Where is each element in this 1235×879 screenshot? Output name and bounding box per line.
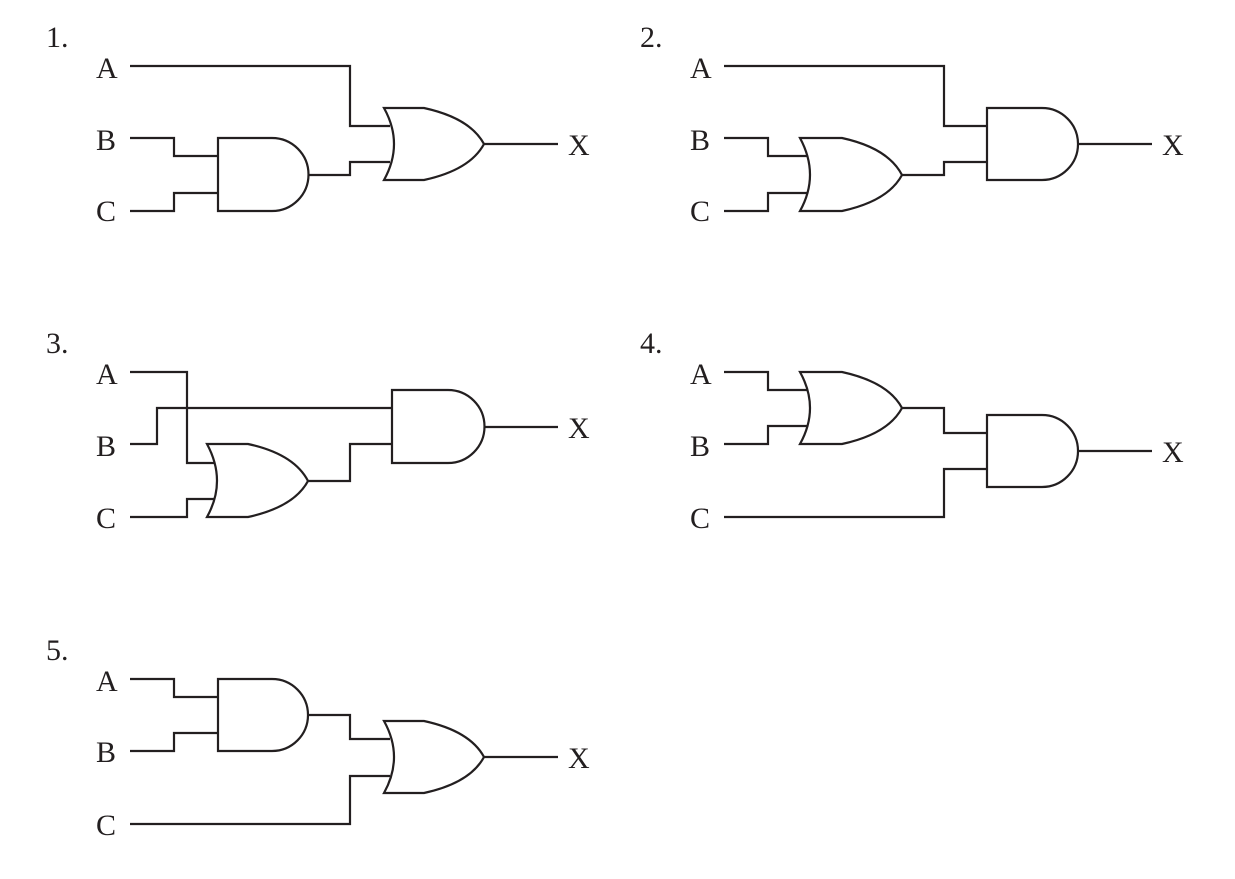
circuit-3: 3. A B C X: [46, 327, 590, 535]
wire-c: [724, 191, 810, 213]
wire-b: [724, 424, 810, 446]
circuit-2: 2. A B C X: [640, 21, 1184, 228]
output-label-x: X: [1162, 129, 1184, 162]
wire-inner-to-outer: [308, 442, 392, 483]
and-gate: [216, 136, 310, 213]
wire-b: [130, 136, 218, 158]
input-label-b: B: [690, 124, 710, 157]
wire-a: [130, 677, 218, 699]
or-gate: [382, 106, 486, 182]
circuit-number: 5.: [46, 634, 69, 667]
circuit-number: 1.: [46, 21, 69, 54]
output-label-x: X: [1162, 436, 1184, 469]
wire-c: [724, 467, 987, 519]
circuit-4: 4. A B C X: [640, 327, 1184, 535]
wire-inner-to-outer: [902, 406, 987, 435]
wire-inner-to-outer: [308, 160, 390, 177]
input-label-a: A: [690, 52, 712, 85]
wire-inner-to-outer: [308, 713, 390, 741]
wire-b: [724, 136, 810, 158]
input-label-b: B: [96, 430, 116, 463]
wire-a: [130, 64, 390, 128]
wire-c: [130, 191, 218, 213]
input-label-c: C: [96, 195, 116, 228]
input-label-c: C: [690, 195, 710, 228]
input-label-a: A: [96, 52, 118, 85]
output-label-x: X: [568, 412, 590, 445]
or-gate: [382, 719, 486, 795]
or-gate: [798, 136, 904, 213]
wire-c: [130, 497, 214, 519]
wire-b: [130, 731, 218, 753]
circuit-number: 3.: [46, 327, 69, 360]
circuit-1: 1. A B C X: [46, 21, 590, 228]
circuit-number: 4.: [640, 327, 663, 360]
and-gate: [390, 388, 486, 465]
input-label-b: B: [690, 430, 710, 463]
input-label-c: C: [96, 809, 116, 842]
wire-b: [130, 406, 392, 446]
and-gate: [985, 106, 1080, 182]
and-gate: [216, 677, 310, 753]
output-label-x: X: [568, 129, 590, 162]
and-gate: [985, 413, 1080, 489]
wire-c: [130, 774, 390, 826]
output-label-x: X: [568, 742, 590, 775]
wire-a: [724, 64, 987, 128]
or-gate: [205, 442, 310, 519]
wire-a: [724, 370, 810, 392]
wire-inner-to-outer: [902, 160, 987, 177]
input-label-b: B: [96, 736, 116, 769]
input-label-c: C: [690, 502, 710, 535]
wire-a: [130, 370, 214, 465]
input-label-c: C: [96, 502, 116, 535]
input-label-b: B: [96, 124, 116, 157]
or-gate: [798, 370, 904, 446]
circuit-5: 5. A B C X: [46, 634, 590, 842]
input-label-a: A: [96, 665, 118, 698]
input-label-a: A: [96, 358, 118, 391]
circuit-number: 2.: [640, 21, 663, 54]
input-label-a: A: [690, 358, 712, 391]
